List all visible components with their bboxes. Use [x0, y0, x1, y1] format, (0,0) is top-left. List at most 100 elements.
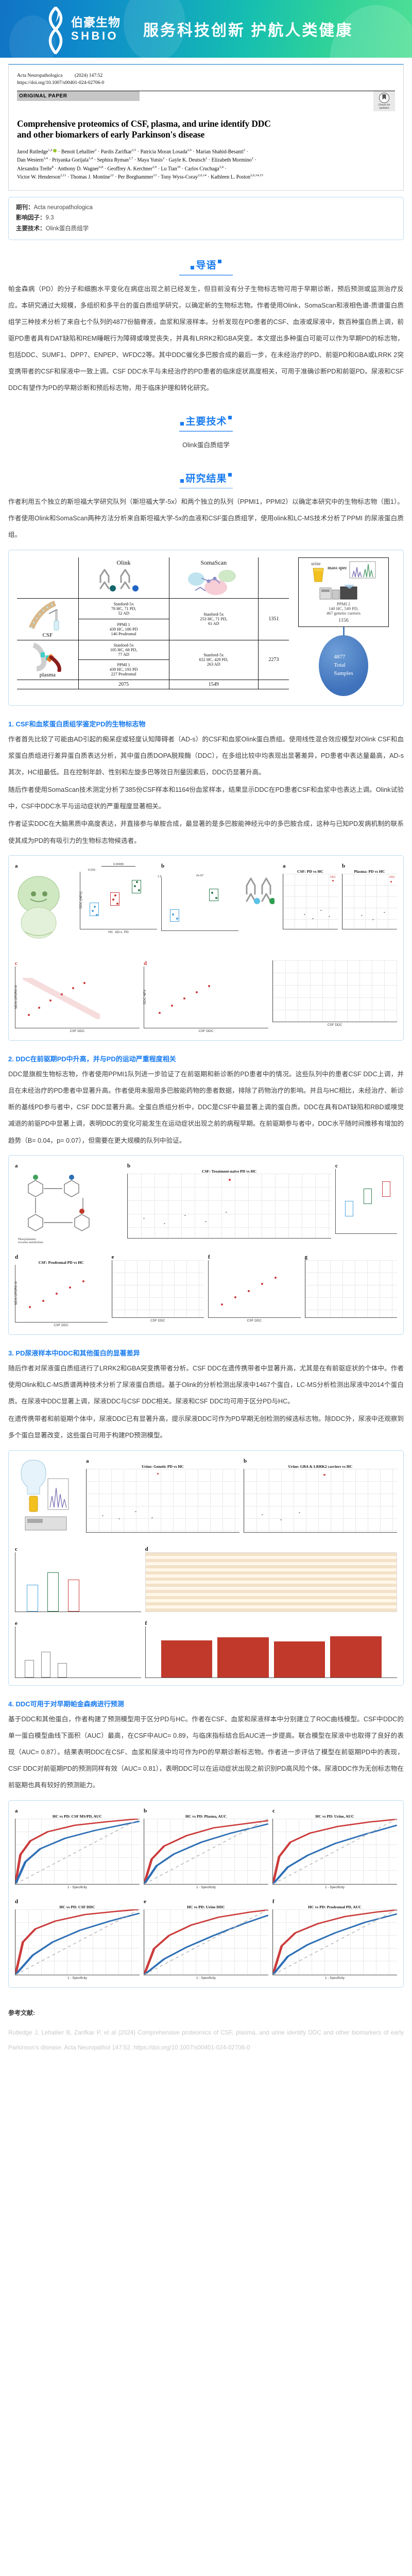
panel-letter-c: c [272, 1807, 275, 1814]
panel-letter-e: e [15, 1620, 18, 1626]
figure4-panel-c: c [15, 1546, 141, 1612]
figure2-panel-plasma-volcano: b Plasma: PD vs HC DDC [342, 863, 397, 951]
pvalue-4: 2e-07 [196, 874, 204, 877]
references-section: 参考文献: Rutledge J, Lehallier B, Zarifkar … [8, 2008, 404, 2056]
meta-impact-value: 9.3 [45, 215, 54, 222]
plot-title-plasma-pd-hc: Plasma: PD vs HC [354, 869, 385, 874]
meta-tech-label: 主要技术： [16, 225, 46, 232]
subsection-heading-4: 4. DDC可用于对早期帕金森病进行预测 [8, 1700, 124, 1708]
journal-issue: (2024) 147:52 [75, 73, 103, 78]
panel-letter-b: b [244, 1458, 247, 1464]
figure5-title-b: HC vs PD: Plasma, AUC [185, 1814, 227, 1819]
cell-plasma-somascan: Stanford-5x 652 HC, 429 PD, 263 AD [168, 639, 259, 680]
figure5-x-label-d: 1 - Specificity [67, 1976, 87, 1980]
figure-4: a Urine: Genetic PD vs HC b Urine: GBA &… [8, 1450, 404, 1686]
figure1-sample-table: Olink SomaScan [17, 557, 289, 690]
panel-letter-a: a [15, 1162, 18, 1169]
heading-square-right-icon [228, 416, 232, 420]
brand-name-cn: 伯豪生物 [71, 15, 121, 29]
brand-logo: 伯豪生物 SHBIO [71, 16, 121, 41]
results-intro-paragraph: 作者利用五个独立的斯坦福大学研究队列（斯坦福大学-5x）和两个独立的队列（PPM… [8, 498, 404, 539]
figure3-title: CSF: Treatment-naïve PD vs HC [201, 1168, 257, 1174]
plot-title-csf-pd-hc: CSF: PD vs HC [297, 869, 323, 874]
figure4-panel-e: e [15, 1620, 141, 1678]
cell-csf-total: 1351 [258, 598, 289, 640]
figure5-title-d: HC vs PD: CSF DDC [59, 1904, 95, 1909]
panel-letter-f: f [208, 1253, 210, 1260]
paper-header-card: Acta Neuropathologica(2024) 147:52 https… [8, 64, 404, 191]
figure3-x-label-3: CSF DDC [247, 1318, 262, 1323]
brain-section-icon [18, 876, 60, 939]
subsection-heading-2: 2. DDC在前驱期PD中升高，并与PD的运动严重程度相关 [8, 1055, 176, 1063]
intro-paragraph: 帕金森病（PD）的分子和细胞水平变化在病症出现之前已经发生，但目前没有分子生物标… [8, 285, 404, 392]
figure3-panel-d: d CSF: Prodromal PD vs HC MDS-UPDRS III … [14, 1254, 108, 1327]
figure4-title-2: Urine: GBA & LRRK2 carriers vs HC [288, 1464, 353, 1469]
urine-ms-box: urine mass spec [298, 557, 389, 627]
panel-letter-e: c [15, 960, 18, 967]
figure2-panel-e: c MDS-UPDRS III CSF DDC [14, 960, 140, 1033]
volcano-label-ddc-2: DDC [389, 875, 395, 879]
bookmark-icon [379, 92, 389, 103]
dna-helix-icon [45, 7, 66, 54]
heading-square-left-icon [191, 266, 195, 270]
panel-letter-e: e [111, 1253, 114, 1260]
figure-5: a HC vs PD: CSF MS/PD, AUC 1 - Specifici… [8, 1800, 404, 1988]
subsection-3-para-2: 在遗传携带者和前驱期个体中，尿液DDC已有显著升高，提示尿液DDC可作为PD早期… [8, 1415, 404, 1439]
section-title-intro: 导语 [196, 260, 217, 272]
figure5-title-a: HC vs PD: CSF MS/PD, AUC [53, 1814, 102, 1819]
subsection-heading-1: 1. CSF和血浆蛋白质组学鉴定PD的生物标志物 [8, 720, 146, 728]
author-line-2: Dan Western3,4 · Priyanka Gorijala3,4 · … [17, 157, 256, 163]
svg-text:tyrosine metabolism: tyrosine metabolism [18, 1241, 43, 1243]
biosynthesis-pathway-icon: Phenylalanine/ tyrosine metabolism [18, 1174, 90, 1244]
urine-cup-icon [313, 568, 324, 582]
figure2-panel-a: a [15, 863, 76, 951]
figure5-x-label-b: 1 - Specificity [196, 1885, 216, 1889]
cell-urine-ppmi2: PPMI 2 140 HC, 549 PD, 467 genetic carri… [326, 601, 361, 616]
figure3-x-label-2: CSF DDC [150, 1318, 165, 1323]
references-body: Rutledge J, Lehallier B, Zarifkar P, et … [8, 2029, 404, 2052]
meta-journal-value: Acta neuropathologica [33, 204, 93, 211]
panel-letter-e: e [144, 1898, 146, 1905]
group-hc: HC [108, 930, 113, 934]
paper-title-line1: Comprehensive proteomics of CSF, plasma,… [17, 118, 271, 129]
cell-csf-somascan: Stanford-5x 253 HC, 71 PD, 61 AD [168, 598, 259, 640]
pvalue-2: 0.016 [88, 868, 95, 872]
cell-plasma-total: 2273 [258, 639, 289, 680]
panel-letter-d: d [145, 1546, 148, 1552]
meta-tech-row: 主要技术：Olink蛋白质组学 [16, 224, 396, 234]
figure3-panel-e: e CSF DDC [111, 1253, 204, 1327]
heading-square-right-icon [217, 260, 221, 264]
cell-olink-total: 2075 [78, 679, 169, 689]
figure5-title-f: HC vs PD: Prodromal PD, AUC [308, 1904, 362, 1909]
figure3-panel-g: g [304, 1254, 397, 1327]
platform-olink-label: Olink [116, 558, 131, 566]
figure3-panel-a: a Phenylalanine/ tyrosine metabolism [15, 1163, 123, 1246]
banner-slogan: 服务科技创新 护航人类健康 [143, 22, 353, 39]
section-title-tech: 主要技术 [185, 416, 227, 428]
check-for-updates-badge[interactable]: Check for updates [373, 91, 395, 111]
group-pd: PD [124, 930, 129, 934]
x-axis-csf-ddc-2: CSF DDC [198, 1029, 214, 1033]
figure3-panel-b: b CSF: Treatment-naïve PD vs HC [127, 1163, 331, 1246]
figure3-subtitle: CSF: Prodromal PD vs HC [38, 1260, 84, 1265]
antibody-pair-icon [246, 877, 276, 904]
section-heading-results: 研究结果 [0, 471, 412, 489]
antibody-icon [99, 569, 139, 591]
figure4-panel-f-barchart: f [145, 1620, 397, 1678]
panel-letter-c: c [335, 1162, 338, 1169]
figure2-antibody-art [243, 863, 279, 951]
cell-csf-olink-ppmi1: PPMI 1 439 HC, 180 PD 146 Prodromal [78, 619, 169, 640]
figure5-panel-e: e HC vs PD: Urine DDC 1 - Specificity [144, 1899, 268, 1980]
cell-urine-total: 1156 [338, 617, 349, 623]
figure1-urine-branch: urine mass spec [292, 557, 395, 696]
cell-plasma-olink-stanford: Stanford-5x 105 HC, 68 PD, 77 AD [78, 639, 169, 660]
figure4-panel-a: a Urine: Genetic PD vs HC [86, 1458, 239, 1538]
meta-journal-label: 期刊： [16, 204, 34, 211]
cell-plasma-olink-ppmi1: PPMI 1 439 HC, 193 PD 227 Prodromal [78, 659, 169, 680]
panel-letter-f: f [145, 1620, 147, 1626]
article-type-badge: ORIGINAL PAPER [17, 91, 140, 101]
journal-line: Acta Neuropathologica(2024) 147:52 https… [17, 72, 395, 87]
figure3-panel-f: f CSF DDC [208, 1254, 301, 1327]
mass-spec-label: mass spec [328, 565, 347, 570]
panel-letter-f: d [144, 960, 147, 967]
